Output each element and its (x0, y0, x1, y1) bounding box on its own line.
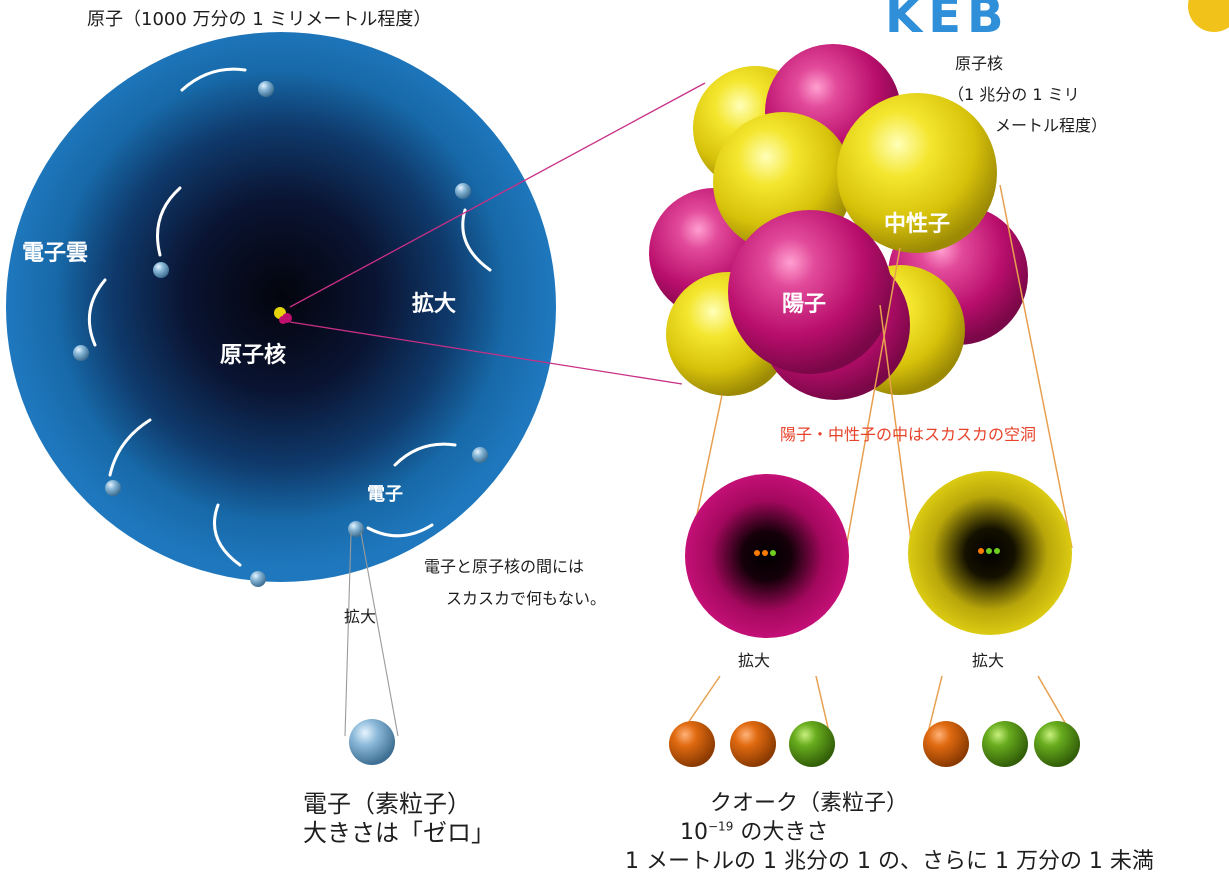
electron-orbit-arcs (87, 67, 492, 567)
zoom-atom-label: 拡大 (412, 292, 457, 317)
proton-sphere (728, 210, 892, 374)
quark-size-base: 10 (680, 820, 708, 845)
quark-line1: クオーク（素粒子） (710, 791, 909, 816)
zoom-proton-label: 拡大 (738, 651, 771, 670)
electron-dot (73, 345, 89, 361)
electron-dot (455, 183, 471, 199)
electron-particle-line2: 大きさは「ゼロ」 (303, 819, 495, 847)
hollow-neutron (908, 471, 1072, 635)
electrons (73, 81, 488, 587)
electron-magnified (349, 719, 395, 765)
electron-dot (472, 447, 488, 463)
logo-circle-fragment (1188, 0, 1229, 32)
electron-dot (258, 81, 274, 97)
atom-title: 原子（1000 万分の 1 ミリメートル程度） (87, 9, 432, 30)
atom-sphere (6, 32, 556, 582)
electron-dot (153, 262, 169, 278)
electron-dot (250, 571, 266, 587)
nucleus-title-line1: 原子核 (955, 54, 1004, 73)
electron-dot (105, 480, 121, 496)
zoom-electron-label: 拡大 (344, 607, 377, 626)
nucleus-title-line2: （1 兆分の 1 ミリ (948, 85, 1080, 104)
quark-green (982, 721, 1028, 767)
hollow-note: 陽子・中性子の中はスカスカの空洞 (780, 425, 1037, 444)
hollow-proton (685, 474, 849, 638)
quark-green (1034, 721, 1080, 767)
quark-size-rest: の大きさ (740, 820, 829, 845)
quark-orange (669, 721, 715, 767)
atom-nucleus-mini (274, 307, 292, 324)
neutron-label: 中性子 (884, 212, 951, 237)
quark-line2: 10−19 の大きさ (680, 820, 828, 845)
proton-label: 陽子 (782, 292, 827, 317)
zoom-neutron-label: 拡大 (972, 651, 1005, 670)
electron-cloud-label: 電子雲 (22, 241, 89, 266)
logo-fragment: KEB (885, 0, 1010, 44)
quark-green (789, 721, 835, 767)
electron-inner-label: 電子 (367, 484, 403, 505)
empty-space-line2: スカスカで何もない。 (446, 589, 607, 608)
quarks (669, 721, 1080, 767)
electron-zoom-lines (344, 532, 399, 737)
nucleus-title-line3: メートル程度） (995, 116, 1108, 135)
quark-orange (923, 721, 969, 767)
quark-line3: 1 メートルの 1 兆分の 1 の、さらに 1 万分の 1 未満 (625, 849, 1154, 874)
nucleus-zoom-lines (289, 82, 706, 385)
nucleus-inner-label: 原子核 (220, 343, 287, 368)
electron-dot (348, 521, 364, 537)
quark-orange (730, 721, 776, 767)
electron-particle-line1: 電子（素粒子） (303, 790, 471, 818)
nucleus-cluster (649, 44, 1028, 400)
quark-size-exponent: −19 (708, 819, 734, 834)
neutron-sphere (837, 93, 997, 253)
empty-space-line1: 電子と原子核の間には (424, 557, 585, 576)
